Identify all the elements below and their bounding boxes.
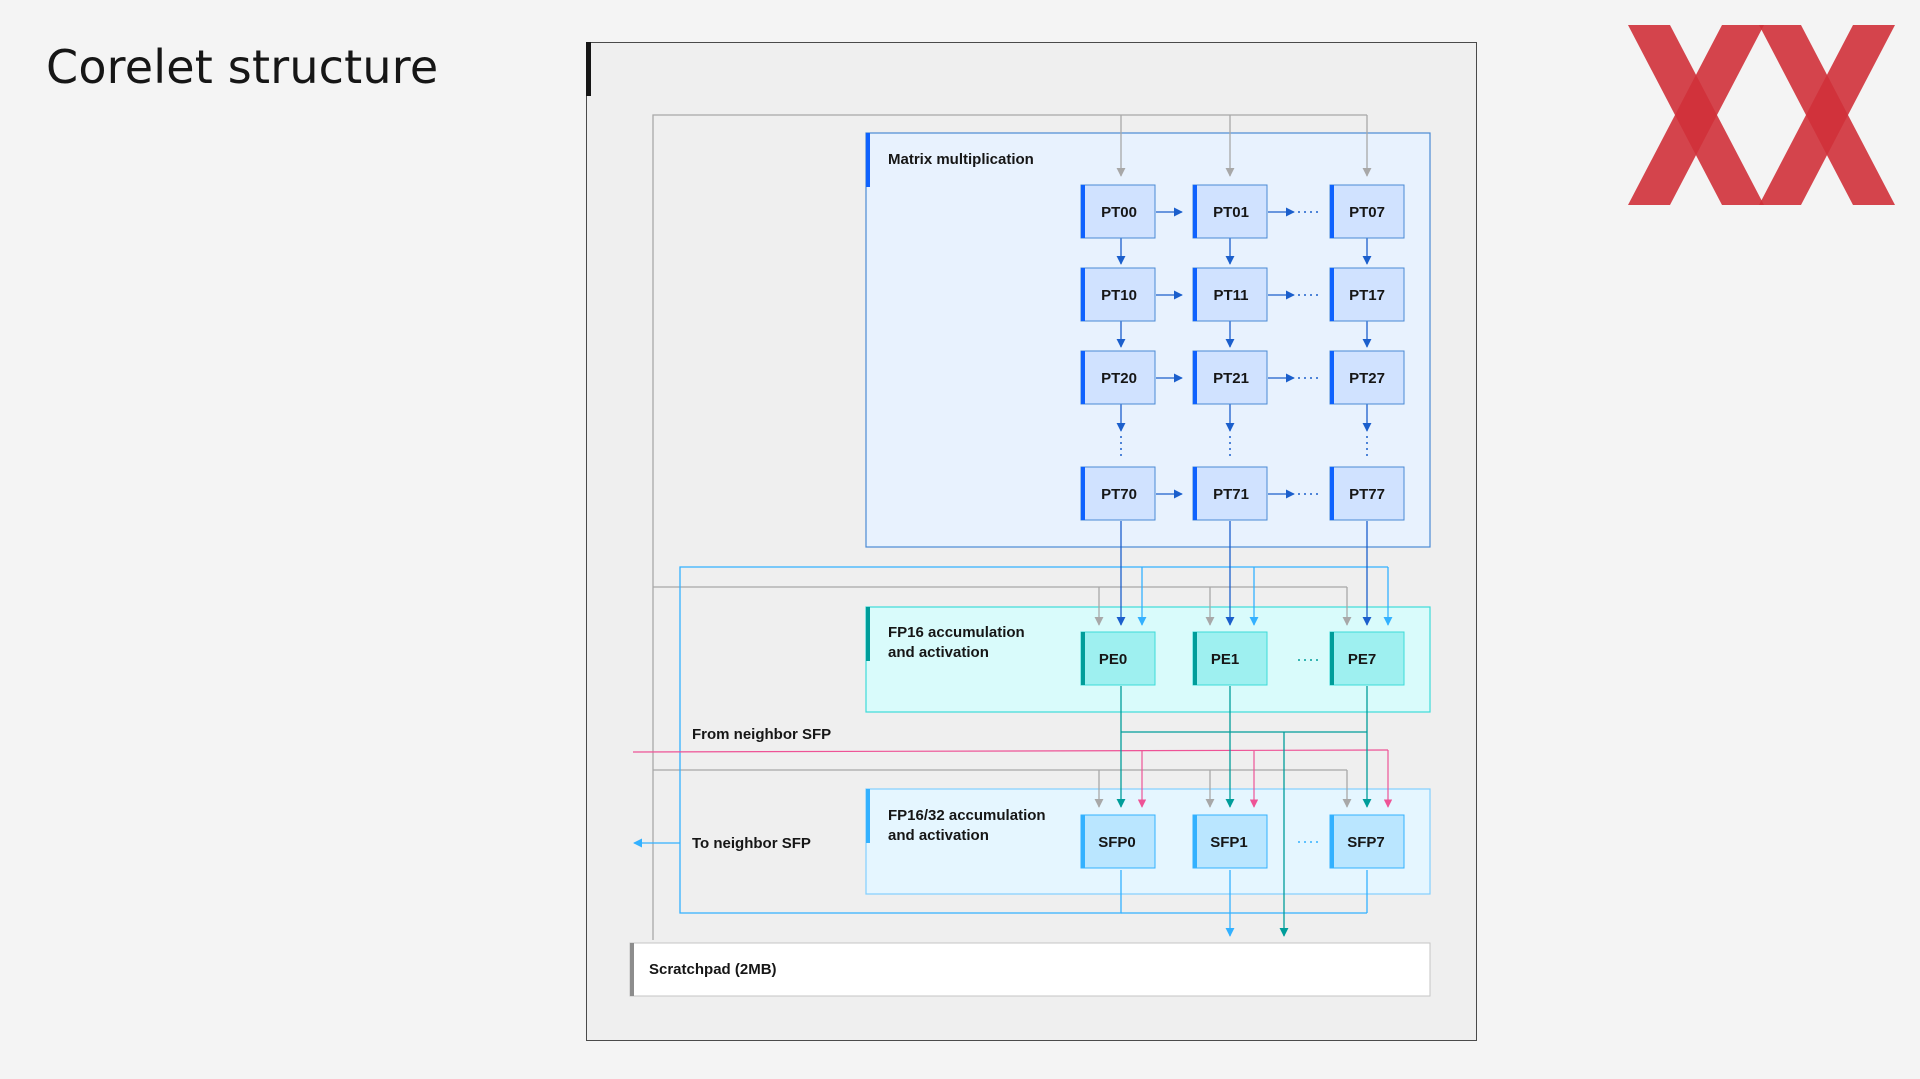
pt-cell-label: PT10 <box>1101 287 1137 304</box>
pt-cell: PT20 <box>1080 350 1156 405</box>
pt-grid-ellipsis <box>1120 211 1368 495</box>
fp1632-block-label-line1: FP16/32 accumulation <box>888 807 1046 824</box>
scratchpad-block <box>629 942 1431 997</box>
fp1632-block-accent <box>866 789 870 843</box>
sfp-cell: SFP1 <box>1192 814 1268 869</box>
pt-cell-label: PT27 <box>1349 370 1385 387</box>
pt-cell-label: PT70 <box>1101 486 1137 503</box>
pe-cell-label: PE7 <box>1348 651 1376 668</box>
pt-cell-label: PT71 <box>1213 486 1249 503</box>
fp1632-block-label-line2: and activation <box>888 827 989 844</box>
light-blue-feedback-loop <box>633 566 1393 937</box>
matrix-block-accent <box>866 133 870 187</box>
pt-cell: PT17 <box>1329 267 1405 322</box>
pt-cell: PT77 <box>1329 466 1405 521</box>
fp16-block-label-line1: FP16 accumulation <box>888 624 1025 641</box>
pt-cell: PT21 <box>1192 350 1268 405</box>
pt-cell: PT10 <box>1080 267 1156 322</box>
pt-cell-label: PT07 <box>1349 204 1385 221</box>
pt-to-pe-lines <box>1116 521 1372 626</box>
sfp-cell-row: SFP0 SFP1 SFP7 <box>1080 814 1405 869</box>
fp16-block-accent <box>866 607 870 661</box>
gray-input-bus <box>652 114 1372 940</box>
pe-sfp-ellipsis <box>1298 659 1322 843</box>
sfp-cell: SFP0 <box>1080 814 1156 869</box>
pt-cell-label: PT21 <box>1213 370 1249 387</box>
scratchpad-label: Scratchpad (2MB) <box>649 961 777 978</box>
pe-cell-label: PE1 <box>1211 651 1239 668</box>
pt-cell-label: PT20 <box>1101 370 1137 387</box>
sfp-cell-label: SFP1 <box>1210 834 1248 851</box>
pink-neighbor-input <box>632 749 1393 808</box>
pe-cell: PE7 <box>1329 631 1405 686</box>
pt-cell: PT00 <box>1080 184 1156 239</box>
xx-logo <box>1628 25 1895 205</box>
pe-cell-label: PE0 <box>1099 651 1127 668</box>
to-neighbor-sfp-label: To neighbor SFP <box>692 835 811 852</box>
pt-cell: PT07 <box>1329 184 1405 239</box>
pt-cell-label: PT00 <box>1101 204 1137 221</box>
pt-cell: PT70 <box>1080 466 1156 521</box>
pt-cell-label: PT01 <box>1213 204 1249 221</box>
pe-to-sfp-lines <box>1116 686 1372 937</box>
sfp-cell: SFP7 <box>1329 814 1405 869</box>
pt-cell-label: PT11 <box>1213 287 1248 304</box>
page-title: Corelet structure <box>46 40 439 94</box>
scratchpad-accent <box>630 943 634 996</box>
pt-cell-grid: PT00 PT01 PT07 PT10 PT11 PT17 PT20 PT21 … <box>1080 184 1405 521</box>
pt-cell: PT71 <box>1192 466 1268 521</box>
sfp-cell-label: SFP0 <box>1098 834 1136 851</box>
from-neighbor-sfp-label: From neighbor SFP <box>692 726 831 743</box>
pt-cell: PT01 <box>1192 184 1268 239</box>
fp16-block-label-line2: and activation <box>888 644 989 661</box>
pe-cell: PE0 <box>1080 631 1156 686</box>
frame-accent-bar <box>586 42 591 96</box>
pt-grid-arrows <box>1116 207 1372 499</box>
pt-cell: PT27 <box>1329 350 1405 405</box>
sfp-cell-label: SFP7 <box>1347 834 1385 851</box>
pe-cell: PE1 <box>1192 631 1268 686</box>
matrix-block-label: Matrix multiplication <box>888 151 1034 168</box>
pe-cell-row: PE0 PE1 PE7 <box>1080 631 1405 686</box>
pt-cell-label: PT77 <box>1349 486 1385 503</box>
pt-cell-label: PT17 <box>1349 287 1385 304</box>
pt-cell: PT11 <box>1192 267 1268 322</box>
